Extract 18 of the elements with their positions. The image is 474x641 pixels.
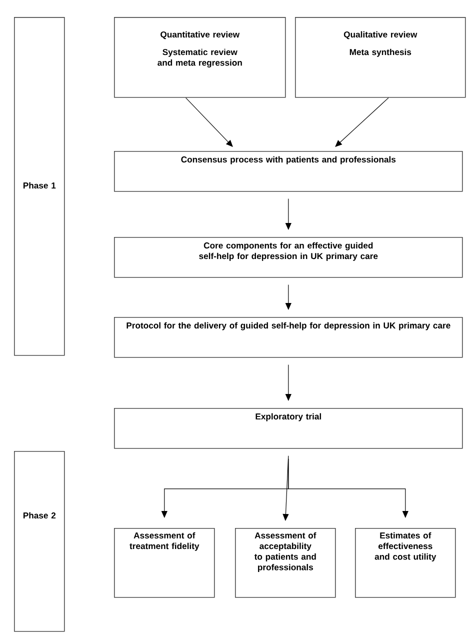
outcome-box: Assessment of acceptability to patients and professionals — [235, 528, 336, 598]
process-box: Core components for an effective guided self-help for depression in UK primary care — [114, 237, 463, 278]
process-box: Protocol for the delivery of guided self-help for depression in UK primary care — [114, 317, 463, 358]
arrow — [285, 364, 292, 401]
arrow — [285, 198, 292, 230]
review-box: Qualitative review Meta synthesis — [295, 17, 466, 98]
process-box: Consensus process with patients and professionals — [114, 151, 463, 192]
phase-box: Phase 2 — [14, 451, 65, 632]
process-box: Exploratory trial — [114, 408, 463, 449]
outcome-box: Estimates of effectiveness and cost utility — [355, 528, 456, 598]
arrow — [186, 98, 233, 147]
arrow — [285, 284, 292, 310]
phase-box: Phase 1 — [14, 17, 65, 356]
review-box: Quantitative review Systematic review and meta regression — [114, 17, 286, 98]
outcome-box: Assessment of treatment fidelity — [114, 528, 215, 598]
arrow — [335, 98, 389, 147]
arrow — [282, 456, 289, 521]
arrow — [288, 458, 408, 518]
